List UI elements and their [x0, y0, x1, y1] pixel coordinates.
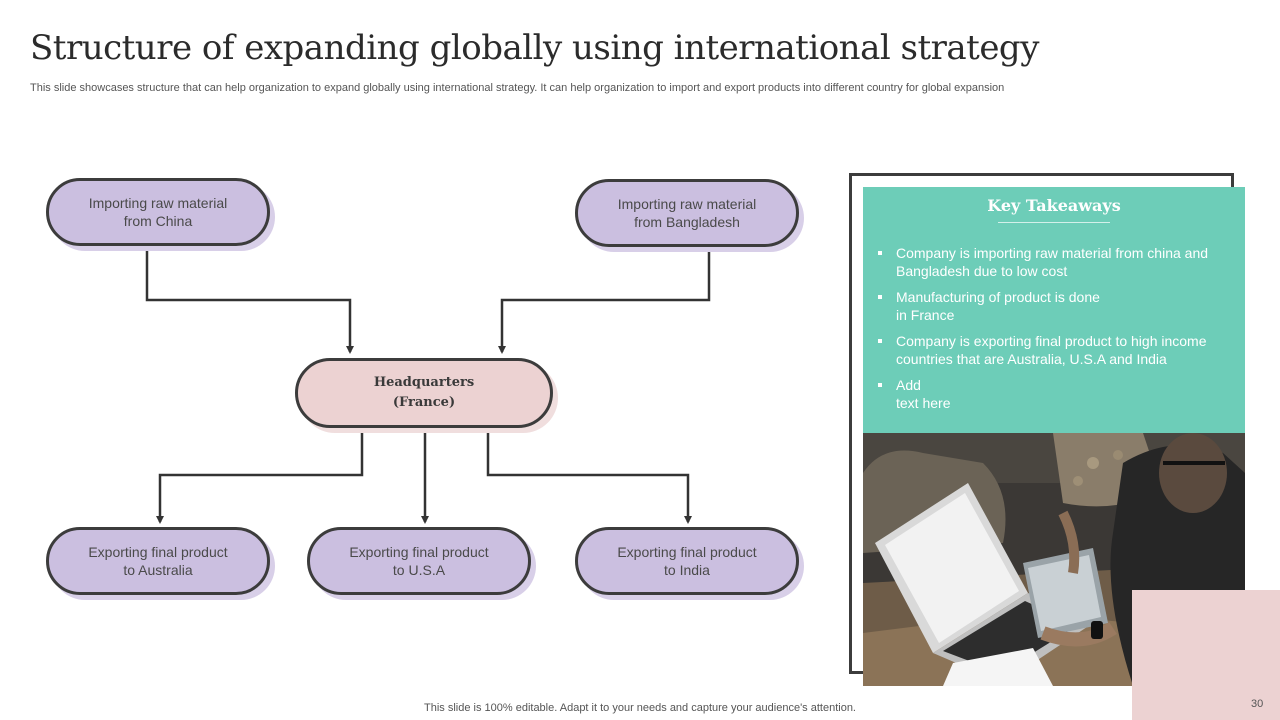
takeaway-4-line2: text here: [896, 395, 951, 411]
pink-corner-accent: [1132, 590, 1280, 720]
node-export-australia-line1: Exporting final product: [88, 544, 228, 560]
arrow-hq-to-australia: [156, 428, 364, 524]
node-export-india-line2: to India: [664, 562, 710, 578]
node-export-usa-line1: Exporting final product: [349, 544, 489, 560]
node-import-china-line2: from China: [123, 213, 193, 229]
takeaways-list: Company is importing raw material from c…: [877, 244, 1231, 420]
takeaway-2-line1: Manufacturing of product is done: [896, 289, 1100, 305]
arrow-china-to-hq: [145, 248, 354, 354]
node-headquarters-line1: Headquarters: [373, 375, 475, 390]
page-number: 30: [1251, 698, 1264, 710]
footer-note: This slide is 100% editable. Adapt it to…: [424, 702, 856, 714]
takeaways-panel: Key Takeaways Company is importing raw m…: [863, 187, 1245, 433]
arrow-hq-to-india: [486, 428, 692, 524]
node-import-china-line1: Importing raw material: [88, 195, 228, 211]
takeaways-heading: Key Takeaways: [987, 196, 1121, 215]
takeaway-3-line2: countries that are Australia, U.S.A and …: [896, 351, 1167, 367]
slide-title: Structure of expanding globally using in…: [30, 28, 1039, 68]
takeaway-3-line1: Company is exporting final product to hi…: [896, 333, 1207, 349]
node-import-china: Importing raw material from China: [46, 178, 270, 246]
arrow-bangladesh-to-hq: [498, 248, 711, 354]
takeaway-item: Add text here: [877, 376, 1231, 412]
node-import-bangladesh-line2: from Bangladesh: [634, 214, 740, 230]
node-headquarters-line2: (France): [392, 395, 456, 410]
node-export-australia-line2: to Australia: [123, 562, 193, 578]
node-headquarters: Headquarters (France): [295, 358, 553, 428]
takeaway-2-line2: in France: [896, 307, 955, 323]
node-export-usa-line2: to U.S.A: [392, 562, 446, 578]
takeaways-divider: [998, 222, 1110, 223]
node-export-australia: Exporting final product to Australia: [46, 527, 270, 595]
node-export-india: Exporting final product to India: [575, 527, 799, 595]
laptop-photo-illustration: [863, 433, 1245, 686]
node-export-usa: Exporting final product to U.S.A: [307, 527, 531, 595]
takeaway-item: Manufacturing of product is done in Fran…: [877, 288, 1231, 324]
takeaway-4-line1: Add: [896, 377, 921, 393]
node-import-bangladesh: Importing raw material from Bangladesh: [575, 179, 799, 247]
laptop-photo: [863, 433, 1245, 686]
takeaway-1-line1: Company is importing raw material from c…: [896, 245, 1209, 261]
slide-subtitle: This slide showcases structure that can …: [30, 82, 1005, 94]
node-export-india-line1: Exporting final product: [617, 544, 757, 560]
takeaway-item: Company is importing raw material from c…: [877, 244, 1231, 280]
node-import-bangladesh-line1: Importing raw material: [617, 196, 757, 212]
takeaway-1-line2: Bangladesh due to low cost: [896, 263, 1068, 279]
takeaway-item: Company is exporting final product to hi…: [877, 332, 1231, 368]
